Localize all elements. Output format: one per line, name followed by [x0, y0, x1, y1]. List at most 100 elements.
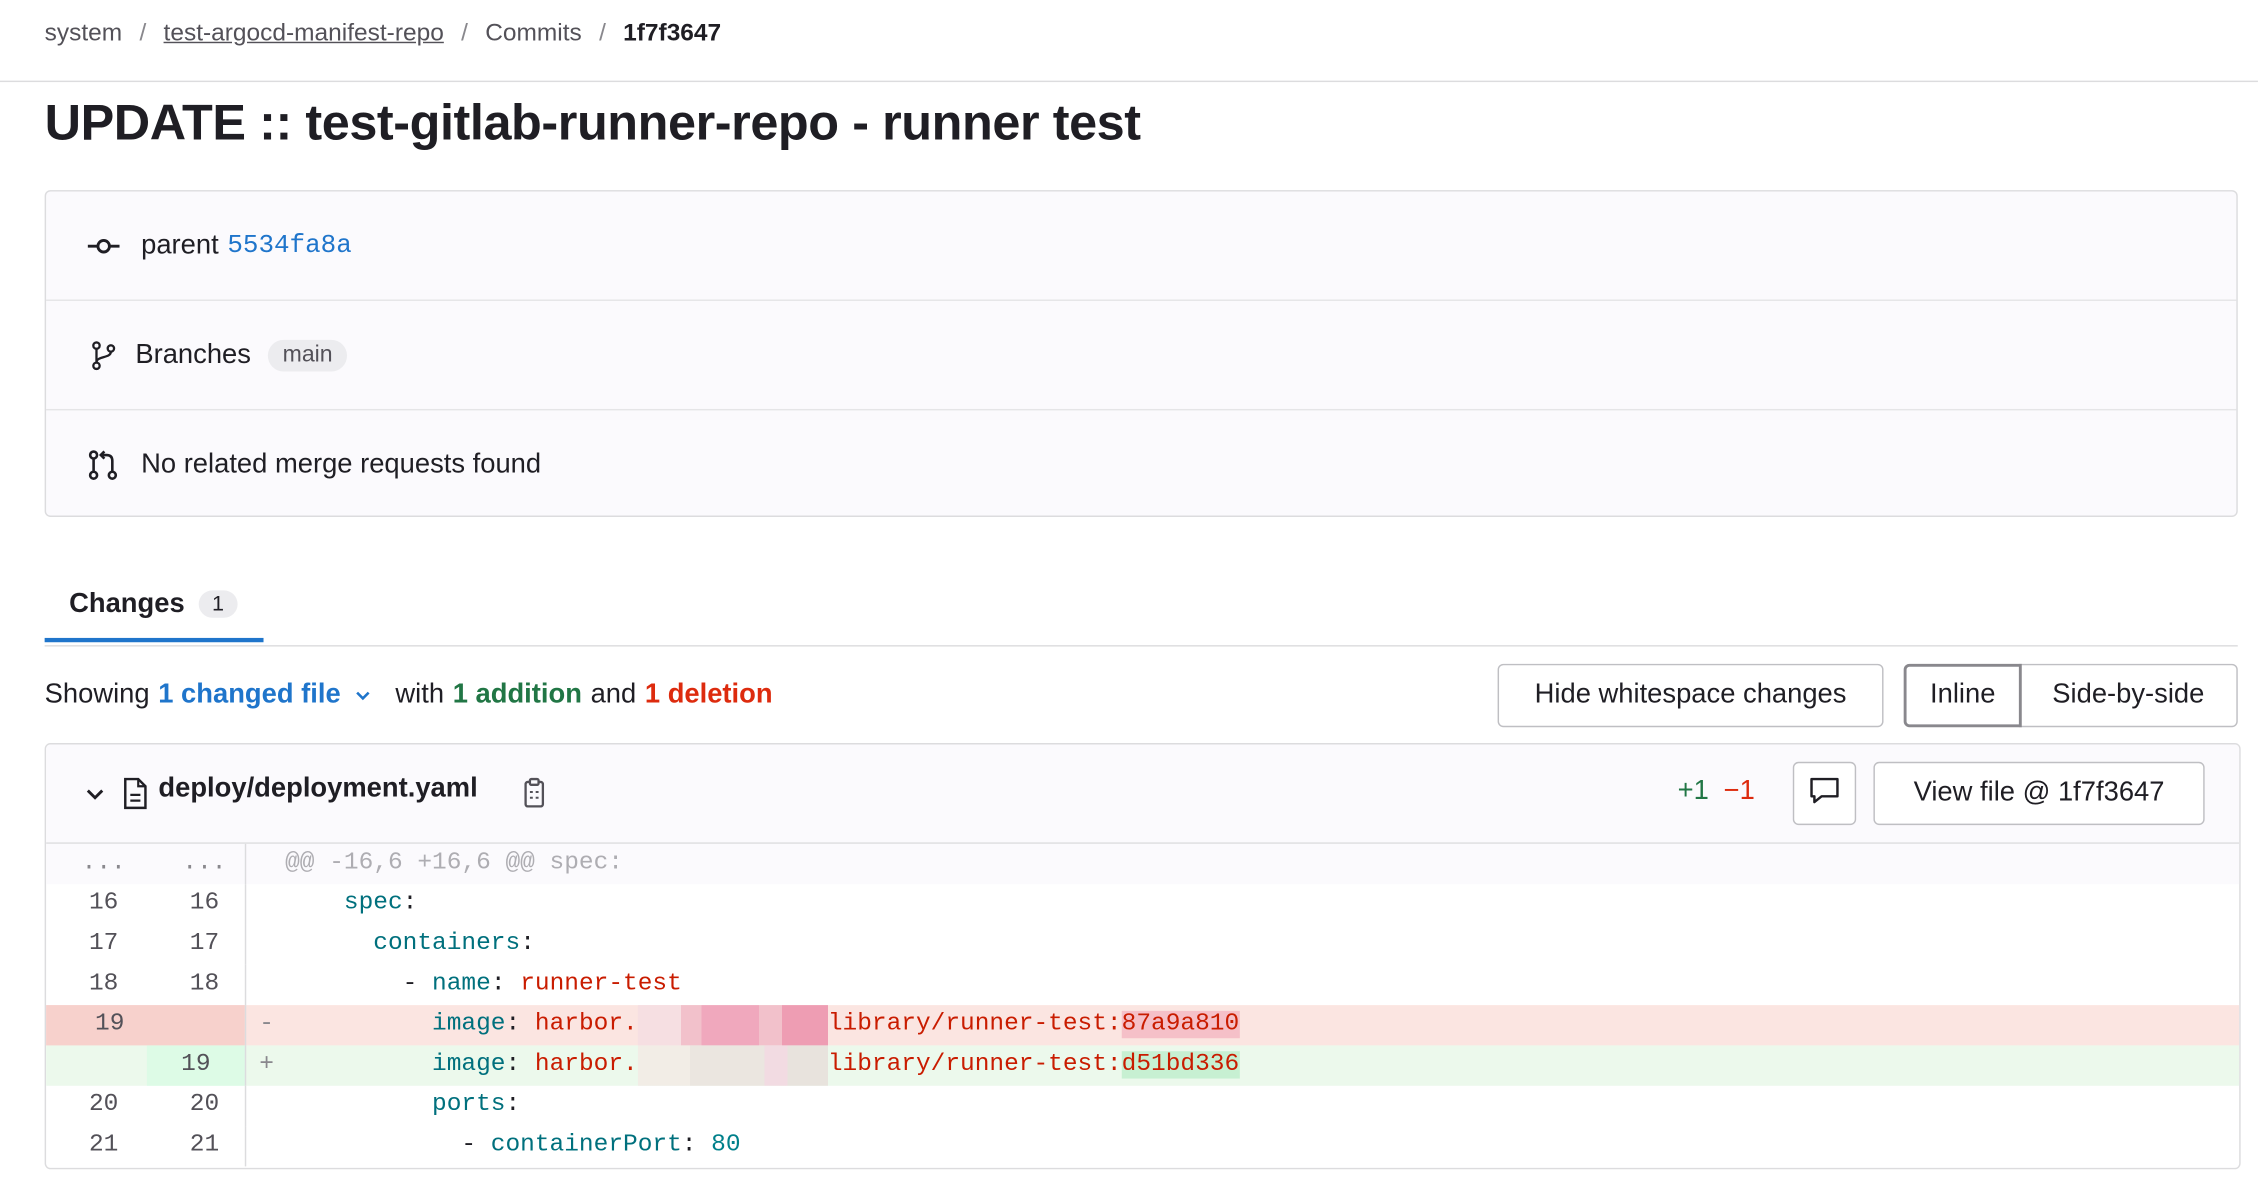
tabs: Changes 1: [44, 570, 2238, 647]
yaml-colon: :: [681, 1131, 712, 1160]
changed-files-dropdown[interactable]: 1 changed file: [158, 679, 341, 710]
code-indent: [285, 930, 373, 957]
merge-requests-row: No related merge requests found: [46, 410, 2236, 518]
side-by-side-button[interactable]: Side-by-side: [2018, 663, 2238, 728]
summary-deletions: 1 deletion: [644, 679, 773, 710]
copy-icon[interactable]: [517, 776, 552, 811]
new-line-number[interactable]: 16: [189, 889, 220, 918]
old-line-number[interactable]: 16: [88, 889, 119, 918]
gutter-divider: [244, 964, 247, 1006]
diff-lines: ... ... @@ -16,6 +16,6 @@ spec: 16 16 sp…: [46, 843, 2240, 1167]
branch-badge[interactable]: main: [268, 339, 347, 371]
code-line: containers:: [285, 924, 535, 964]
gutter-divider: [244, 843, 247, 885]
file-path[interactable]: deploy/deployment.yaml: [158, 773, 478, 804]
deleted-line: 19 - image: harbor.library/runner-test:8…: [46, 1005, 2240, 1046]
deletion-marker: -: [259, 1010, 274, 1039]
code-line: ports:: [285, 1086, 520, 1126]
yaml-value: 80: [711, 1131, 741, 1160]
yaml-key: name: [432, 970, 491, 998]
gutter-divider: [244, 1005, 247, 1046]
parent-sha-link[interactable]: 5534fa8a: [227, 231, 352, 260]
diff-line: 20 20 ports:: [46, 1085, 2239, 1127]
code-line: image: harbor.library/runner-test:d51bd3…: [285, 1045, 1240, 1086]
summary-showing: Showing: [44, 679, 150, 710]
chevron-down-icon[interactable]: [352, 685, 372, 705]
image-tag-added: d51bd336: [1121, 1051, 1240, 1079]
hunk-header-row: ... ... @@ -16,6 +16,6 @@ spec:: [46, 843, 2240, 885]
file-icon: [121, 776, 150, 811]
breadcrumb-project-link[interactable]: test-argocd-manifest-repo: [163, 18, 444, 47]
hunk-header-text: @@ -16,6 +16,6 @@ spec:: [285, 849, 624, 877]
code-indent: [285, 1011, 432, 1038]
code-indent: -: [285, 970, 433, 998]
yaml-key: spec: [343, 889, 403, 918]
branches-label: Branches: [135, 339, 251, 370]
commit-icon: [86, 228, 121, 263]
old-line-number[interactable]: 20: [88, 1091, 119, 1119]
diff-file: deploy/deployment.yaml +1 −1 View file @…: [44, 743, 2241, 1170]
code-indent: [285, 1092, 432, 1119]
file-removed-count: −1: [1723, 776, 1755, 807]
gutter-divider: [244, 884, 247, 925]
yaml-value: runner-test: [520, 970, 682, 998]
code-line: spec:: [285, 884, 417, 924]
new-line-number[interactable]: 18: [189, 970, 220, 998]
tab-changes-label: Changes: [69, 588, 185, 619]
old-line-number[interactable]: 21: [88, 1131, 119, 1160]
file-added-count: +1: [1677, 776, 1709, 807]
old-line-number[interactable]: 18: [88, 970, 119, 998]
yaml-value-prefix: harbor.: [534, 1051, 638, 1079]
yaml-colon: :: [505, 1091, 521, 1119]
yaml-value-suffix: library/runner-test:: [827, 1051, 1122, 1079]
inline-view-button[interactable]: Inline: [1903, 663, 2022, 728]
comment-icon: [1807, 774, 1842, 813]
code-indent: [285, 890, 344, 917]
breadcrumb-system[interactable]: system: [44, 18, 123, 47]
breadcrumb-current-sha[interactable]: 1f7f3647: [623, 18, 722, 47]
commit-info-box: parent 5534fa8a Branches main No related…: [44, 190, 2238, 518]
yaml-key: image: [432, 1010, 506, 1039]
new-line-number[interactable]: 19: [146, 1045, 245, 1086]
old-line-number[interactable]: 19: [46, 1005, 245, 1046]
yaml-key: containerPort: [490, 1131, 682, 1160]
collapse-chevron-icon[interactable]: [81, 779, 110, 808]
view-file-button[interactable]: View file @ 1f7f3647: [1873, 761, 2205, 826]
yaml-key: containers: [373, 930, 521, 958]
branches-row: Branches main: [46, 301, 2237, 411]
gutter-divider: [244, 1045, 247, 1086]
parent-label: parent: [141, 229, 219, 260]
redacted-host: [637, 1045, 828, 1086]
diff-summary: Showing 1 changed file with 1 addition a…: [45, 677, 773, 714]
yaml-colon: :: [505, 1010, 535, 1039]
gutter-divider: [244, 1085, 247, 1127]
tab-changes[interactable]: Changes 1: [44, 570, 264, 643]
diff-line: 21 21 - containerPort: 80: [46, 1126, 2239, 1167]
diff-file-header: deploy/deployment.yaml +1 −1 View file @…: [46, 744, 2240, 844]
gutter-divider: [244, 1126, 247, 1167]
image-tag-removed: 87a9a810: [1121, 1010, 1240, 1039]
old-line-number[interactable]: ...: [81, 849, 126, 877]
new-line-number[interactable]: 20: [189, 1091, 220, 1119]
yaml-colon: :: [520, 930, 535, 958]
hide-whitespace-button[interactable]: Hide whitespace changes: [1497, 663, 1884, 728]
diff-line: 16 16 spec:: [46, 884, 2239, 925]
yaml-value-prefix: harbor.: [534, 1010, 638, 1039]
yaml-colon: :: [490, 970, 521, 998]
commit-title: UPDATE :: test-gitlab-runner-repo - runn…: [44, 95, 1141, 152]
summary-with: with: [395, 679, 445, 710]
redacted-host: [637, 1005, 828, 1046]
gutter-divider: [244, 924, 247, 965]
addition-marker: +: [259, 1051, 274, 1079]
breadcrumb-separator: /: [139, 18, 147, 47]
code-indent: [285, 1051, 432, 1078]
breadcrumb-commits[interactable]: Commits: [485, 18, 582, 47]
new-line-number[interactable]: 17: [189, 930, 220, 958]
parent-row: parent 5534fa8a: [46, 192, 2237, 301]
old-line-number[interactable]: 17: [88, 930, 119, 958]
new-line-number[interactable]: ...: [182, 849, 227, 877]
summary-additions: 1 addition: [452, 679, 582, 710]
comment-button[interactable]: [1792, 761, 1857, 826]
new-line-number[interactable]: 21: [189, 1131, 220, 1160]
